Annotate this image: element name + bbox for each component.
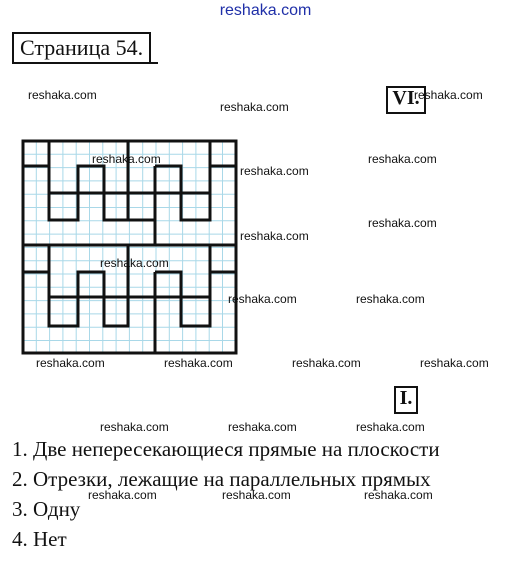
pattern-outline: [21, 139, 238, 355]
answer-2: 2. Отрезки, лежащие на параллельных прям…: [12, 467, 431, 491]
watermark: reshaka.com: [368, 152, 437, 166]
watermark: reshaka.com: [28, 88, 97, 102]
pattern-w-right: [155, 164, 236, 222]
pattern-m-left: [23, 270, 130, 328]
watermark: reshaka.com: [220, 100, 289, 114]
watermark: reshaka.com: [240, 229, 309, 243]
answer-1: 1. Две непересекающиеся прямые на плоско…: [12, 437, 440, 461]
watermark: reshaka.com: [228, 420, 297, 434]
page-label-underline: [12, 62, 158, 64]
answers-list: 1. Две непересекающиеся прямые на плоско…: [12, 434, 440, 554]
watermark: reshaka.com: [292, 356, 361, 370]
watermark: reshaka.com: [36, 356, 105, 370]
tag-vi: VI.: [386, 86, 426, 114]
watermark: reshaka.com: [420, 356, 489, 370]
watermark: reshaka.com: [356, 292, 425, 306]
watermark: reshaka.com: [222, 488, 291, 502]
watermark: reshaka.com: [228, 292, 297, 306]
watermark: reshaka.com: [414, 88, 483, 102]
watermark: reshaka.com: [368, 216, 437, 230]
answer-3: 3. Одну: [12, 497, 81, 521]
watermark: reshaka.com: [240, 164, 309, 178]
pattern-m-right: [155, 270, 236, 328]
watermark: reshaka.com: [92, 152, 161, 166]
watermark: reshaka.com: [88, 488, 157, 502]
answer-4: 4. Нет: [12, 527, 67, 551]
site-header[interactable]: reshaka.com: [219, 2, 312, 19]
watermark: reshaka.com: [364, 488, 433, 502]
watermark: reshaka.com: [356, 420, 425, 434]
watermark: reshaka.com: [100, 420, 169, 434]
watermark: reshaka.com: [164, 356, 233, 370]
tag-i: I.: [394, 386, 418, 414]
page-label: Страница 54.: [12, 32, 152, 62]
watermark: reshaka.com: [100, 256, 169, 270]
